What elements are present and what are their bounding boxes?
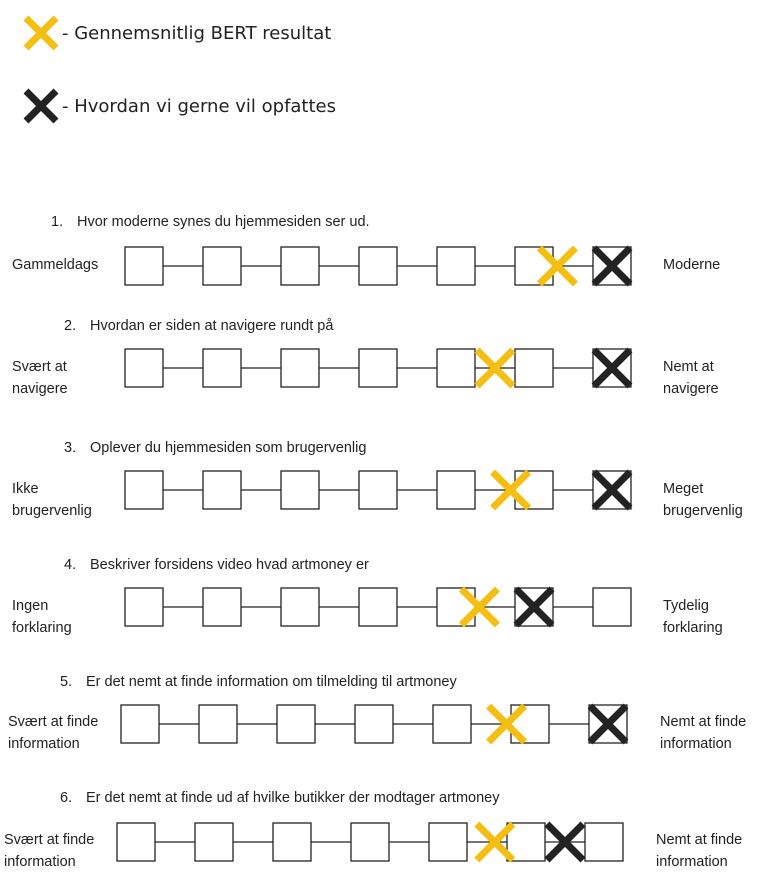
bert-marker-icon — [536, 245, 578, 287]
target-marker-icon — [591, 347, 633, 389]
scale-box-5 — [436, 470, 476, 510]
scale-q1 — [124, 245, 633, 287]
scale-box-1 — [116, 822, 156, 862]
legend-item-bert: - Gennemsnitlig BERT resultat — [22, 11, 331, 55]
scale-box-1 — [124, 348, 164, 388]
scale-box-2 — [202, 587, 242, 627]
scale-box-3 — [280, 470, 320, 510]
scale-box-4 — [350, 822, 390, 862]
target-marker-icon — [591, 469, 633, 511]
scale-box-1 — [124, 587, 164, 627]
scale-box-3 — [280, 348, 320, 388]
target-marker-icon — [544, 821, 586, 863]
scale-box-2 — [198, 704, 238, 744]
black-x-icon — [23, 88, 59, 124]
question-5: 5.Er det nemt at finde information om ti… — [60, 674, 457, 690]
target-marker-icon — [513, 586, 555, 628]
question-6: 6.Er det nemt at finde ud af hvilke buti… — [60, 790, 500, 806]
question-1: 1.Hvor moderne synes du hjemmesiden ser … — [51, 214, 370, 230]
scale-box-2 — [202, 246, 242, 286]
legend-item-target: - Hvordan vi gerne vil opfattes — [22, 84, 336, 128]
bert-marker-icon — [490, 469, 532, 511]
scale-q6 — [116, 821, 624, 863]
question-4: 4.Beskriver forsidens video hvad artmone… — [64, 557, 369, 573]
scale-box-6 — [506, 822, 546, 862]
scale-box-5 — [432, 704, 472, 744]
scale-box-5 — [436, 348, 476, 388]
question-2: 2.Hvordan er siden at navigere rundt på — [64, 318, 334, 334]
target-marker-icon — [591, 245, 633, 287]
scale-box-3 — [280, 587, 320, 627]
question-3: 3.Oplever du hjemmesiden som brugervenli… — [64, 440, 367, 456]
scale-box-5 — [436, 246, 476, 286]
bert-marker-icon — [486, 703, 528, 745]
scale-box-1 — [124, 470, 164, 510]
left-label-q1: Gammeldags — [12, 257, 99, 273]
scale-q3 — [124, 469, 633, 511]
scale-box-3 — [272, 822, 312, 862]
scale-q4 — [124, 586, 632, 628]
scale-box-1 — [120, 704, 160, 744]
scale-box-7 — [584, 822, 624, 862]
scale-q2 — [124, 347, 633, 389]
scale-box-2 — [194, 822, 234, 862]
scale-box-3 — [280, 246, 320, 286]
scale-box-2 — [202, 348, 242, 388]
scale-box-4 — [358, 470, 398, 510]
bert-marker-icon — [474, 821, 516, 863]
right-label-q1: Moderne — [663, 257, 721, 273]
scale-box-1 — [124, 246, 164, 286]
scale-box-4 — [354, 704, 394, 744]
yellow-x-icon — [23, 15, 59, 51]
scale-box-7 — [592, 587, 632, 627]
scale-q5 — [120, 703, 629, 745]
scale-box-6 — [514, 348, 554, 388]
target-marker-icon — [587, 703, 629, 745]
bert-marker-icon — [458, 586, 500, 628]
scale-box-2 — [202, 470, 242, 510]
scale-box-4 — [358, 246, 398, 286]
legend-label-bert: - Gennemsnitlig BERT resultat — [62, 22, 332, 44]
scale-box-4 — [358, 348, 398, 388]
scale-box-4 — [358, 587, 398, 627]
bert-marker-icon — [474, 347, 516, 389]
scale-box-5 — [428, 822, 468, 862]
scale-box-3 — [276, 704, 316, 744]
legend-label-target: - Hvordan vi gerne vil opfattes — [62, 95, 336, 117]
